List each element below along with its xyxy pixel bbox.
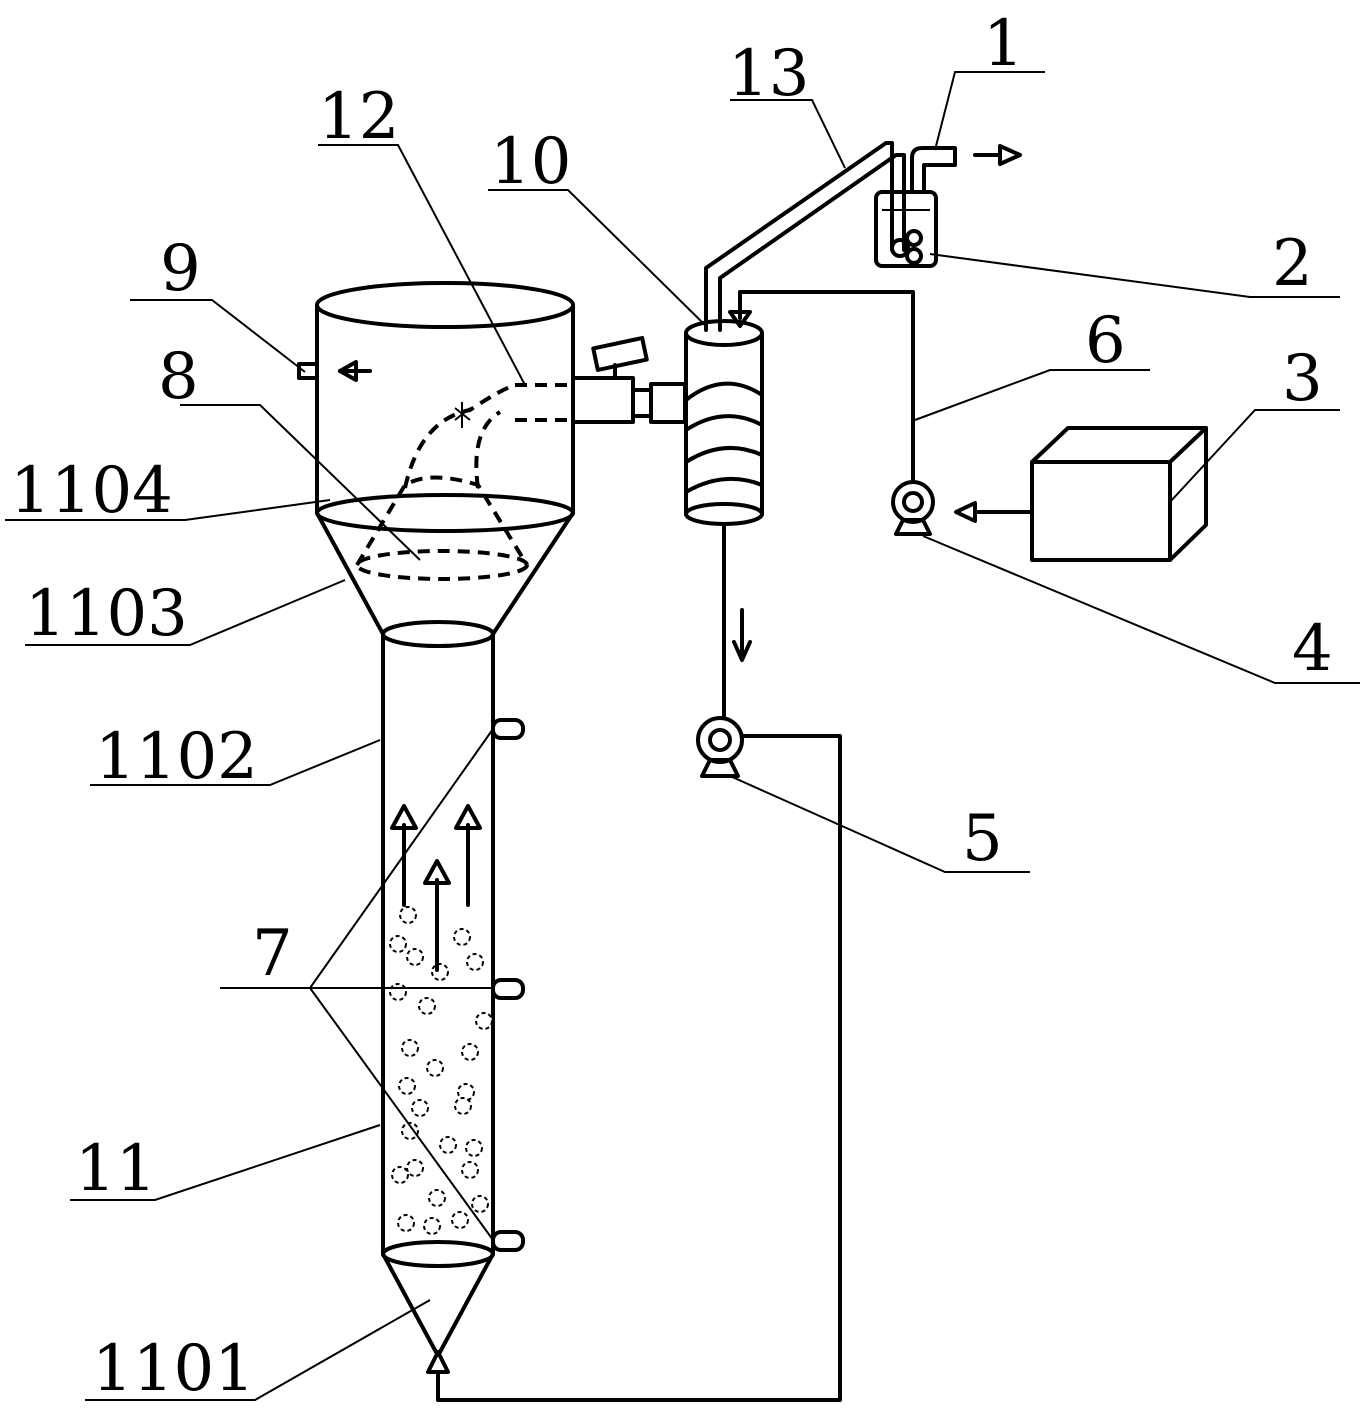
recirculation-pump-5 (696, 716, 744, 778)
reactor-11 (297, 281, 575, 1374)
label-3: 3 (1282, 342, 1323, 416)
granules (389, 906, 493, 1235)
settling-zone (315, 281, 575, 533)
feed-pump-4 (891, 480, 1034, 536)
water-seal-2 (874, 190, 938, 268)
label-1104: 1104 (10, 454, 173, 528)
leader-lines (5, 71, 1360, 1401)
bottom-cone-1101 (381, 1252, 495, 1374)
outlet-9 (297, 360, 372, 382)
label-5: 5 (962, 802, 1003, 876)
label-2: 2 (1272, 227, 1313, 301)
label-12: 12 (318, 80, 399, 154)
interface-1104 (315, 493, 575, 533)
label-6: 6 (1085, 304, 1126, 378)
feed-line-6 (728, 290, 915, 482)
label-13: 13 (728, 37, 809, 111)
label-4: 4 (1292, 612, 1333, 686)
feed-tank-3 (1030, 426, 1208, 562)
label-1101: 1101 (92, 1332, 255, 1406)
label-7: 7 (252, 917, 293, 991)
recirculation-line (436, 522, 842, 1402)
label-1103: 1103 (25, 577, 188, 651)
upflow-arrows (390, 804, 482, 972)
labels: 1 2 3 4 5 6 7 8 9 10 11 12 13 1101 1102 … (10, 7, 1333, 1406)
separator-8 (355, 383, 573, 581)
label-8: 8 (158, 340, 199, 414)
label-1: 1 (983, 7, 1024, 81)
gas-outlet-12 (571, 336, 687, 424)
label-9: 9 (160, 232, 201, 306)
separator-10 (684, 319, 764, 526)
label-1102: 1102 (95, 720, 258, 794)
gas-exit-1 (910, 144, 1022, 194)
label-10: 10 (490, 125, 571, 199)
gas-pipe-13 (704, 141, 906, 332)
label-11: 11 (75, 1132, 156, 1206)
sampling-ports-7 (491, 718, 525, 1252)
